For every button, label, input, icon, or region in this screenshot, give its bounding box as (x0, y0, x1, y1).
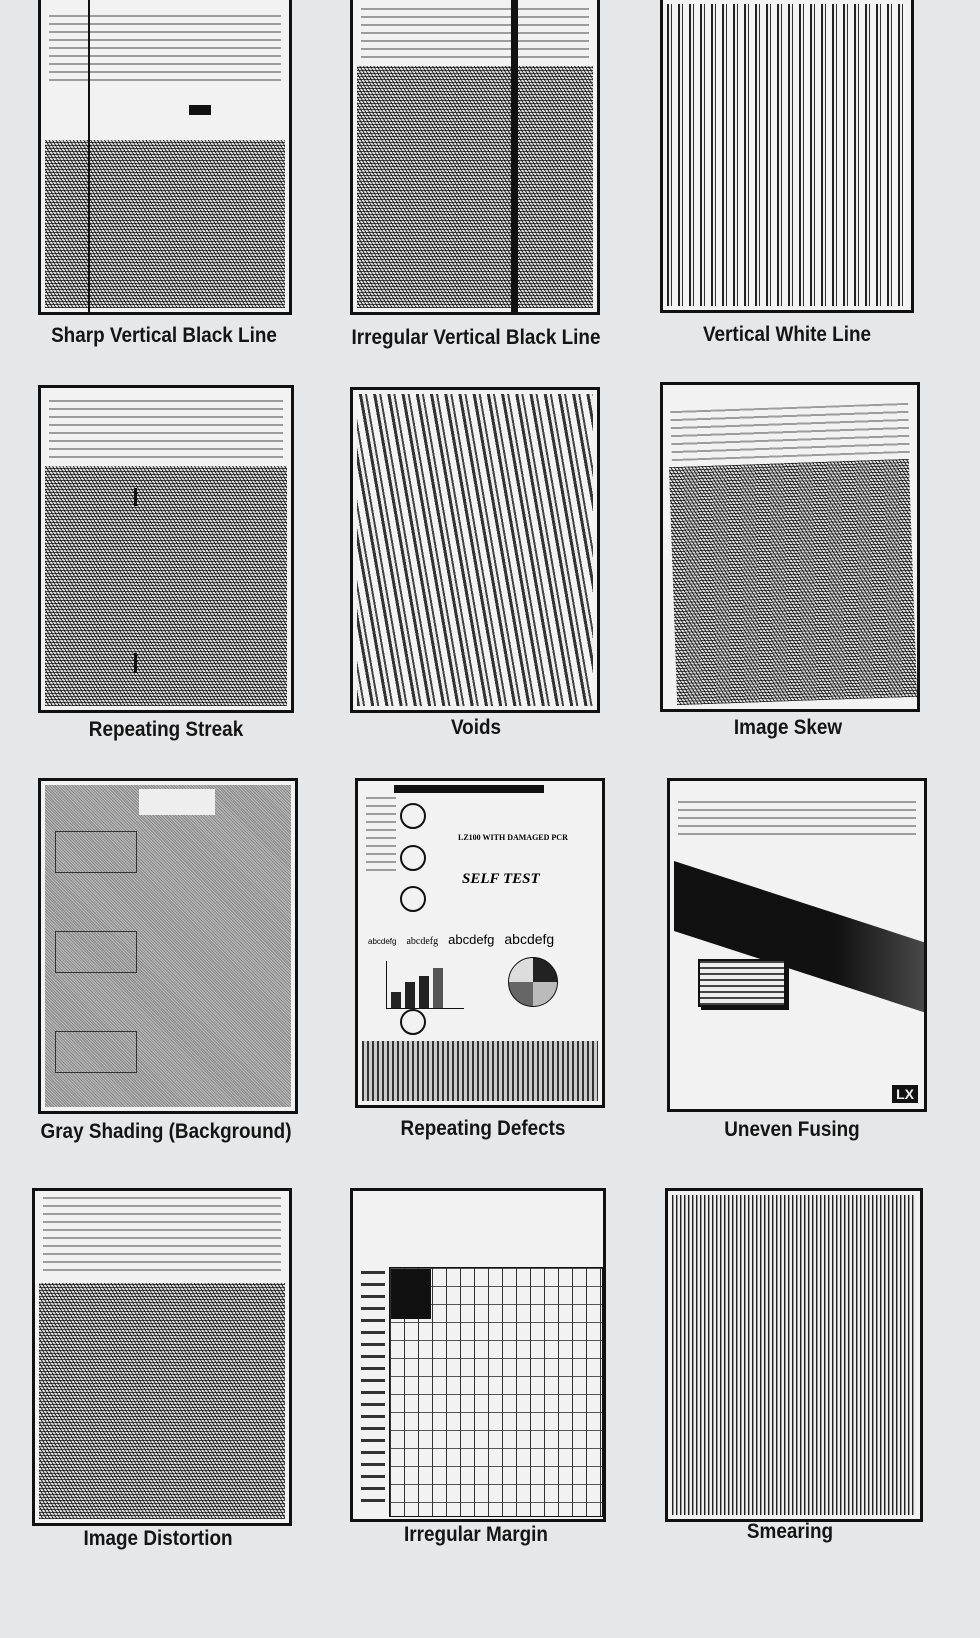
text-box (698, 959, 786, 1007)
caption: Gray Shading (Background) (40, 1120, 292, 1143)
self-test-title: SELF TEST (462, 871, 540, 887)
pattern (357, 394, 593, 706)
defect-circle (400, 845, 426, 871)
sample-irregular-vertical-black-line (350, 0, 600, 315)
sample-text: abcdefg (406, 936, 439, 947)
defect-circle (400, 886, 426, 912)
caption: Sharp Vertical Black Line (51, 324, 277, 347)
caption: Repeating Streak (88, 718, 244, 741)
pattern (668, 458, 917, 706)
pattern (45, 466, 287, 706)
bar-graphic (386, 961, 464, 1009)
margin-marks (361, 1271, 385, 1511)
sample-sharp-vertical-black-line (38, 0, 292, 315)
header-bar (394, 785, 544, 793)
form-box (55, 831, 137, 873)
caption: Image Skew (733, 716, 843, 739)
caption: Uneven Fusing (724, 1118, 860, 1141)
sample-irregular-margin (350, 1188, 606, 1522)
pattern (39, 1283, 285, 1519)
sample-repeating-defects: LZ100 WITH DAMAGED PCR SELF TEST abcdefg… (355, 778, 605, 1108)
header-block (391, 1269, 431, 1319)
text-lines (670, 402, 910, 462)
caption: Image Distortion (83, 1527, 233, 1550)
pattern (357, 66, 593, 308)
defect-line (511, 0, 518, 312)
pattern (45, 140, 285, 308)
caption: Repeating Defects (400, 1117, 566, 1140)
heading: LZ100 WITH DAMAGED PCR (458, 833, 568, 842)
lx-logo: LX (892, 1085, 918, 1103)
sample-vertical-white-line (660, 0, 914, 313)
sample-smearing (665, 1188, 923, 1522)
form-box (55, 1031, 137, 1073)
text-lines (678, 801, 916, 841)
pie-graphic (508, 957, 558, 1007)
text-lines (49, 400, 283, 460)
form-box (55, 931, 137, 973)
black-block (189, 105, 211, 115)
defect-line (88, 0, 90, 312)
caption: Vertical White Line (702, 323, 872, 346)
pattern (667, 4, 907, 306)
text-lines (49, 15, 281, 85)
sample-image-distortion (32, 1188, 292, 1526)
pattern (672, 1195, 916, 1515)
caption: Irregular Vertical Black Line (351, 326, 601, 349)
header-box (139, 789, 215, 815)
pattern (45, 785, 291, 1107)
streak-mark (134, 653, 137, 673)
sample-gray-shading (38, 778, 298, 1114)
pattern (362, 1041, 598, 1101)
defect-circle (400, 1009, 426, 1035)
sample-repeating-streak (38, 385, 294, 713)
sample-text: abcdefg (504, 931, 555, 947)
text-lines (361, 8, 589, 58)
sample-voids (350, 387, 600, 713)
caption: Irregular Margin (404, 1523, 548, 1546)
caption: Smearing (746, 1520, 834, 1543)
caption: Voids (450, 716, 502, 739)
text-lines (43, 1197, 281, 1277)
sample-text: abcdefg (368, 937, 397, 946)
sample-uneven-fusing: LX (667, 778, 927, 1112)
sample-text: abcdefg (448, 932, 495, 947)
streak-mark (134, 488, 137, 506)
defect-circle (400, 803, 426, 829)
text-lines (366, 797, 396, 877)
sample-image-skew (660, 382, 920, 712)
font-samples: abcdefg abcdefg abcdefg abcdefg (368, 931, 554, 947)
